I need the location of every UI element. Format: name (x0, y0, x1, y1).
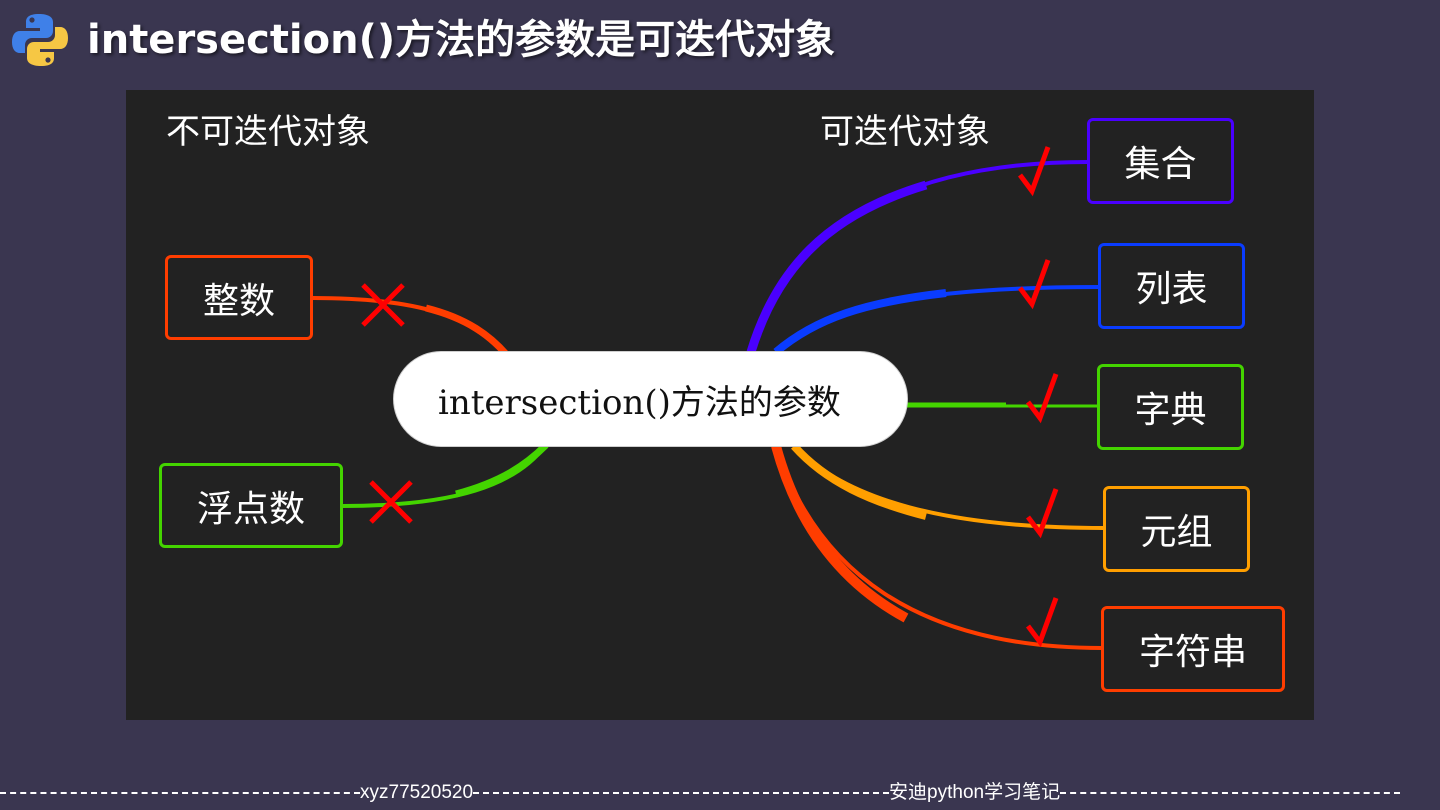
node-label: 元组 (1140, 512, 1213, 553)
node-label: 浮点数 (196, 488, 305, 530)
node-dict[interactable]: 字典 (1097, 364, 1244, 450)
footer-author: xyz77520520 (360, 782, 474, 803)
cross-icon (361, 283, 405, 327)
connector-lines (312, 160, 1105, 650)
node-label: 字典 (1134, 390, 1207, 431)
page-title: intersection()方法的参数是可迭代对象 (87, 17, 836, 63)
center-node[interactable]: intersection()方法的参数 (393, 351, 908, 447)
iterable-group-label: 可迭代对象 (820, 112, 990, 152)
node-float[interactable]: 浮点数 (159, 463, 343, 548)
center-node-label: intersection()方法的参数 (438, 382, 841, 423)
footer: xyz77520520 安迪python学习笔记 (0, 780, 1440, 806)
python-logo-icon (12, 14, 68, 66)
footer-brand: 安迪python学习笔记 (889, 782, 1061, 803)
node-label: 字符串 (1138, 632, 1247, 673)
node-list[interactable]: 列表 (1098, 243, 1245, 329)
check-icon (1026, 488, 1059, 539)
footer-divider (0, 792, 360, 794)
node-label: 集合 (1124, 144, 1197, 185)
check-icon (1018, 146, 1051, 197)
mind-map-canvas: 不可迭代对象 可迭代对象 整数 浮点数 intersection()方法的参数 … (126, 90, 1314, 720)
footer-divider (473, 792, 890, 794)
check-icon (1018, 259, 1051, 310)
check-icon (1026, 373, 1059, 424)
node-label: 列表 (1135, 269, 1208, 310)
node-tuple[interactable]: 元组 (1103, 486, 1250, 572)
cross-icon (369, 480, 413, 524)
check-icon (1026, 597, 1059, 648)
node-set[interactable]: 集合 (1087, 118, 1234, 204)
node-label: 整数 (202, 280, 275, 322)
non-iterable-group-label: 不可迭代对象 (166, 112, 370, 152)
footer-divider (1060, 792, 1401, 794)
header: intersection()方法的参数是可迭代对象 (0, 0, 1440, 85)
node-integer[interactable]: 整数 (165, 255, 313, 340)
node-string[interactable]: 字符串 (1101, 606, 1285, 692)
